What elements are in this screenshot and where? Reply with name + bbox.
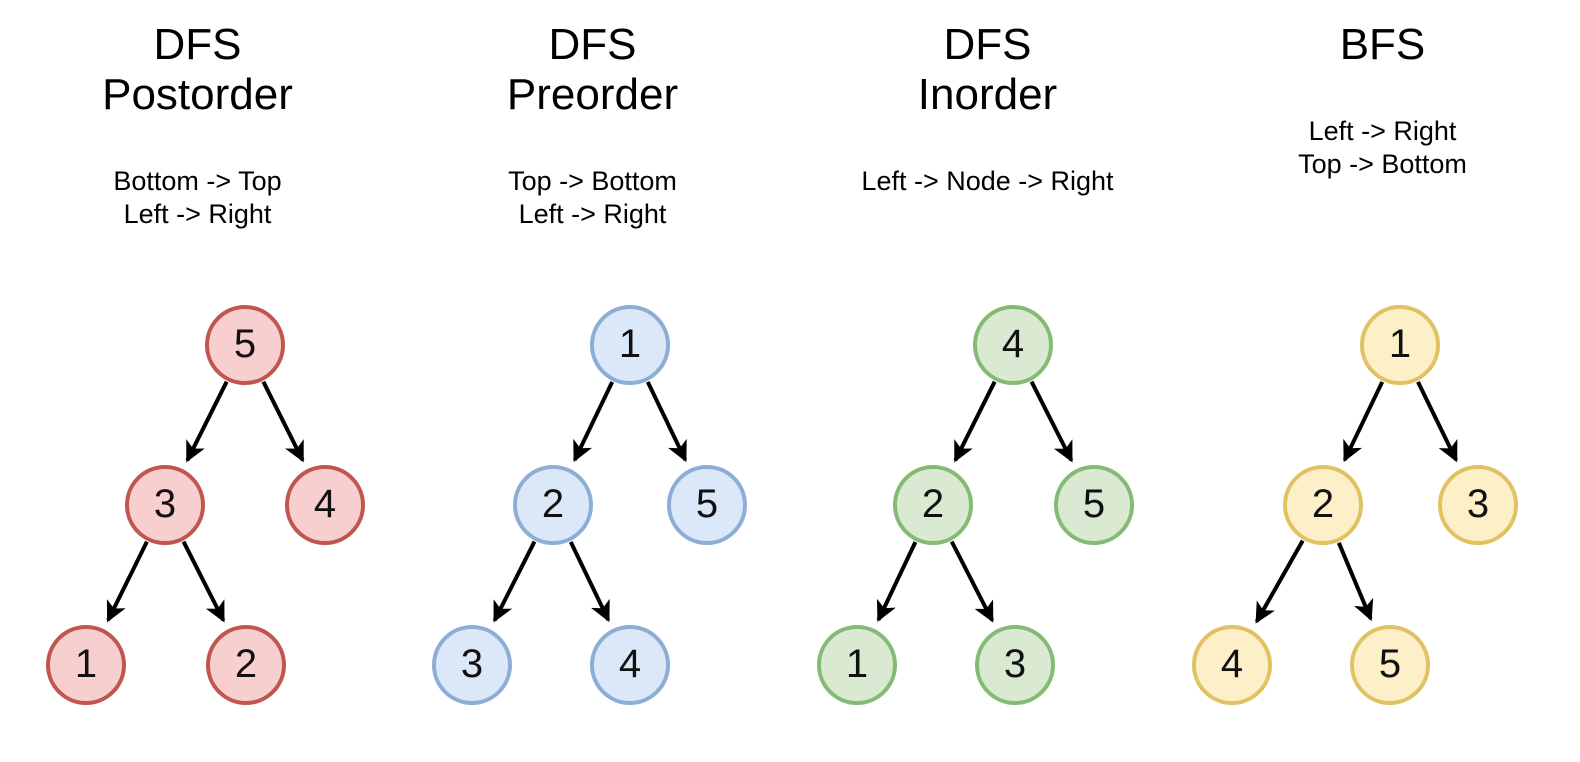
tree-edge (645, 381, 688, 463)
tree-edge (1029, 380, 1074, 463)
tree-node: 5 (1054, 465, 1134, 545)
tree-node: 4 (285, 465, 365, 545)
tree-node-label: 4 (313, 482, 337, 526)
tree-edge (568, 541, 611, 623)
tree-node-label: 4 (1001, 322, 1025, 366)
tree-node-label: 1 (845, 642, 869, 686)
tree-node-label: 2 (234, 642, 258, 686)
tree-edge (953, 380, 997, 463)
tree-edge (185, 380, 229, 463)
panel-title: BFS (1339, 20, 1426, 69)
panel-title: DFS Preorder (506, 20, 679, 119)
tree-node-label: 2 (1311, 482, 1335, 526)
tree-node-label: 5 (233, 322, 257, 366)
tree-node: 4 (590, 625, 670, 705)
tree-edge (106, 540, 149, 623)
tree-node: 3 (125, 465, 205, 545)
tree-node-label: 5 (1082, 482, 1106, 526)
tree-node-label: 5 (695, 482, 719, 526)
tree-node-label: 3 (1466, 482, 1490, 526)
tree-node: 5 (667, 465, 747, 545)
tree-edge (1416, 380, 1458, 463)
tree-node-label: 5 (1378, 642, 1402, 686)
tree-edge (949, 540, 994, 623)
tree-node: 1 (46, 625, 126, 705)
tree-edge (261, 380, 305, 463)
tree-edge (572, 381, 615, 463)
tree-edge (1342, 381, 1385, 463)
tree-node-label: 1 (618, 322, 642, 366)
panel-subtitle: Top -> Bottom Left -> Right (508, 166, 677, 229)
tree-node: 2 (1283, 465, 1363, 545)
tree-node-label: 4 (1220, 642, 1244, 686)
tree-node: 2 (206, 625, 286, 705)
tree-node: 1 (1360, 305, 1440, 385)
tree-node: 3 (975, 625, 1055, 705)
panel-title: DFS Inorder (917, 20, 1058, 119)
panel-title: DFS Postorder (102, 20, 293, 119)
tree-edge (181, 540, 226, 623)
tree-node-label: 2 (541, 482, 565, 526)
tree-node: 3 (432, 625, 512, 705)
tree-edge (492, 540, 537, 623)
tree-node-label: 4 (618, 642, 642, 686)
tree-node: 5 (205, 305, 285, 385)
tree-node: 3 (1438, 465, 1518, 545)
tree-node-label: 3 (153, 482, 177, 526)
panel-subtitle: Left -> Node -> Right (861, 166, 1114, 196)
tree-node: 2 (513, 465, 593, 545)
tree-node: 4 (973, 305, 1053, 385)
tree-node-label: 1 (74, 642, 98, 686)
tree-node-label: 3 (1003, 642, 1027, 686)
tree-node: 1 (590, 305, 670, 385)
tree-node: 2 (893, 465, 973, 545)
tree-node-label: 3 (460, 642, 484, 686)
tree-edge (876, 541, 918, 623)
tree-edge (1254, 539, 1305, 624)
tree-node: 4 (1192, 625, 1272, 705)
tree-node: 1 (817, 625, 897, 705)
tree-node: 5 (1350, 625, 1430, 705)
panel-subtitle: Left -> Right Top -> Bottom (1298, 116, 1467, 179)
tree-node-label: 2 (921, 482, 945, 526)
tree-node-label: 1 (1388, 322, 1412, 366)
tree-edge (1336, 542, 1374, 622)
panel-subtitle: Bottom -> Top Left -> Right (113, 166, 282, 229)
